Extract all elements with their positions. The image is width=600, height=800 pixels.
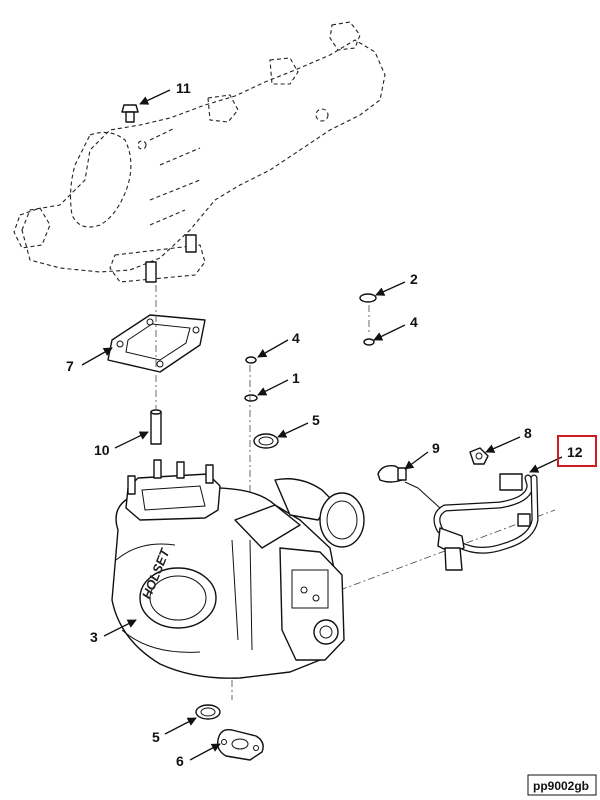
manifold-stud-11 [121, 104, 139, 123]
callout-9: 9 [432, 440, 440, 456]
manifold-stud [145, 261, 157, 283]
callout-4-right: 4 [410, 314, 418, 330]
washer-4-upper [363, 338, 375, 346]
sensor-line-12 [404, 473, 539, 571]
turbocharger-3: HOLSET [111, 459, 365, 679]
leader-lines [81, 89, 563, 761]
washer-1 [244, 394, 258, 402]
callout-4-center: 4 [292, 330, 300, 346]
callouts: 11 2 4 4 7 1 5 10 9 8 12 3 5 6 [66, 80, 597, 769]
reference-code-label: pp9002gb [527, 774, 597, 796]
callout-12-highlight-box [557, 435, 597, 467]
hose-clamp-9 [377, 464, 407, 483]
callout-1: 1 [292, 370, 300, 386]
callout-7: 7 [66, 358, 74, 374]
washer-4 [245, 356, 257, 364]
turbo-stud-10 [150, 409, 162, 445]
callout-12: 12 [567, 444, 583, 460]
sensor-clip-8 [469, 447, 489, 465]
washer-2 [359, 293, 377, 303]
reference-code: pp9002gb [533, 779, 589, 793]
flange-gasket-6 [216, 729, 264, 761]
exhaust-manifold-ghost [13, 21, 386, 283]
callout-2: 2 [410, 271, 418, 287]
callout-8: 8 [524, 425, 532, 441]
callout-3: 3 [90, 629, 98, 645]
callout-6: 6 [176, 753, 184, 769]
gasket-5-upper [253, 433, 279, 449]
gasket-5-lower [195, 704, 221, 720]
callout-5-lower: 5 [152, 729, 160, 745]
manifold-gasket-7 [107, 314, 206, 373]
manifold-stud [185, 234, 197, 253]
callout-11: 11 [176, 80, 191, 96]
callout-10: 10 [94, 442, 110, 458]
callout-5-upper: 5 [312, 412, 320, 428]
